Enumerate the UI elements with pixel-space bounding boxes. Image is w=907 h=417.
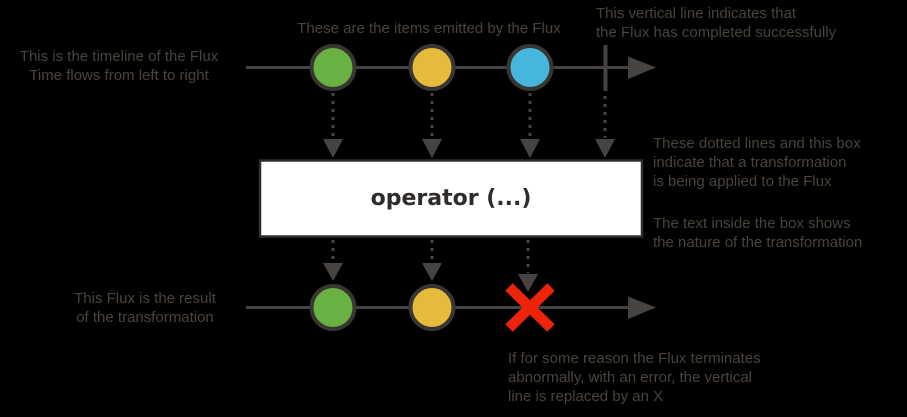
annotation-error: If for some reason the Flux terminates a… xyxy=(508,349,761,406)
dotted-arrowhead-result-green-icon xyxy=(323,263,343,281)
source-marble-green xyxy=(309,44,357,91)
source-timeline-arrowhead-icon xyxy=(628,56,656,79)
dotted-arrowhead-result-error-icon xyxy=(518,274,538,292)
dotted-arrowhead-result-yellow-icon xyxy=(422,263,442,281)
dotted-arrows-out-of-operator xyxy=(323,240,538,292)
source-flux-timeline xyxy=(246,44,656,91)
annotation-transform-line3: is being applied to the Flux xyxy=(653,173,832,190)
annotation-transform: These dotted lines and this box indicate… xyxy=(653,134,861,191)
annotation-error-line3: line is replaced by an X xyxy=(508,388,664,405)
dotted-arrowhead-green-icon xyxy=(323,139,343,158)
result-marble-green xyxy=(309,284,357,331)
error-x-icon xyxy=(505,283,555,332)
annotation-complete-line1: This vertical line indicates that xyxy=(596,5,797,22)
annotation-error-line2: abnormally, with an error, the vertical xyxy=(508,369,752,386)
annotation-result: This Flux is the result of the transform… xyxy=(50,289,240,327)
annotation-transform-line2: indicate that a transformation xyxy=(653,154,847,171)
operator-label: operator (...) xyxy=(370,185,532,211)
annotation-complete-line2: the Flux has completed successfully xyxy=(596,24,837,41)
source-marble-blue xyxy=(506,44,554,91)
dotted-arrowhead-yellow-icon xyxy=(422,139,442,158)
dotted-arrowhead-complete-icon xyxy=(595,139,615,158)
source-marble-yellow xyxy=(408,44,456,91)
annotation-items: These are the items emitted by the Flux xyxy=(250,19,608,38)
annotation-box-text-line1: The text inside the box shows xyxy=(653,215,851,232)
dotted-arrowhead-blue-icon xyxy=(520,139,540,158)
annotation-result-line1: This Flux is the result xyxy=(74,290,216,307)
operator-box xyxy=(258,159,644,238)
result-flux-timeline xyxy=(246,283,656,332)
annotation-transform-line1: These dotted lines and this box xyxy=(653,135,861,152)
error-x-stroke-2 xyxy=(505,283,555,332)
annotation-box-text-line2: the nature of the transformation xyxy=(653,234,863,251)
dotted-arrows-into-operator xyxy=(323,93,615,158)
annotation-timeline-line1: This is the timeline of the Flux xyxy=(19,48,219,65)
annotation-items-line1: These are the items emitted by the Flux xyxy=(297,20,561,37)
result-timeline-arrowhead-icon xyxy=(628,296,656,319)
annotation-error-line1: If for some reason the Flux terminates xyxy=(508,350,761,367)
annotation-box-text: The text inside the box shows the nature… xyxy=(653,214,862,252)
result-marble-yellow xyxy=(408,284,456,331)
annotation-complete: This vertical line indicates that the Fl… xyxy=(596,4,836,42)
annotation-timeline: This is the timeline of the Flux Time fl… xyxy=(8,47,230,85)
annotation-result-line2: of the transformation xyxy=(76,309,214,326)
annotation-timeline-line2: Time flows from left to right xyxy=(29,67,209,84)
